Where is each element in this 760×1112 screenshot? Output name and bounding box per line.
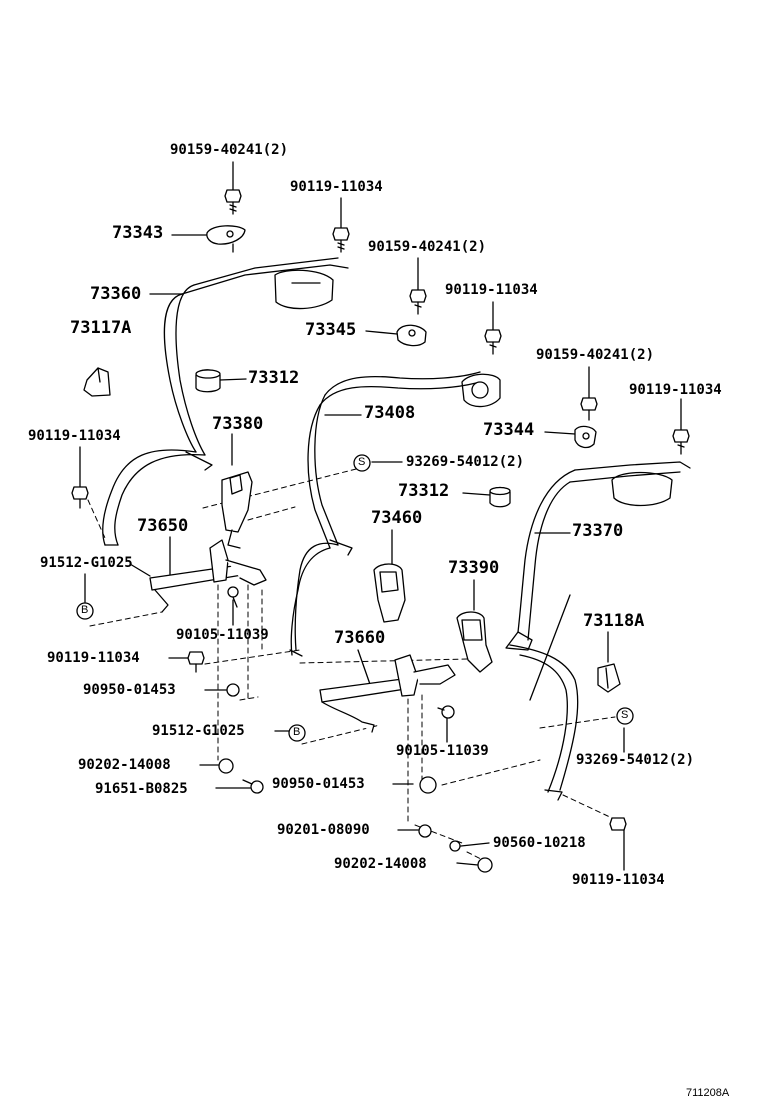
bolt-90119-d [71,486,89,509]
anchor-73343 [206,225,246,253]
label-73118a: 73118A [583,611,645,631]
label-91651-b0825: 91651-B0825 [95,781,188,797]
marker-s-a-letter: S [358,456,366,468]
label-91512-g1025-a: 91512-G1025 [40,555,133,571]
bracket-73650 [149,539,267,613]
label-90159-40241-a: 90159-40241(2) [170,142,289,158]
bolt-90159-b [409,289,427,315]
marker-b-b-letter: B [293,726,301,738]
nut-90950-a [226,683,240,697]
buckle-73460 [373,563,406,623]
buckle-73390 [456,611,493,673]
label-90950-01453-b: 90950-01453 [272,776,365,792]
label-73460: 73460 [371,508,423,528]
label-73650: 73650 [137,516,189,536]
marker-b-a [76,602,94,620]
fasteners [71,189,690,873]
reference-code: 711208A [686,1087,730,1099]
label-73344: 73344 [483,420,535,440]
marker-s-b-letter: S [621,709,629,721]
belt-73360 [102,257,349,546]
label-90159-40241-b: 90159-40241(2) [368,239,487,255]
label-93269-54012-a: 93269-54012(2) [406,454,525,470]
label-73343: 73343 [112,223,164,243]
label-73312-b: 73312 [398,481,450,501]
bracket-73660 [319,654,456,733]
label-90119-11034-c: 90119-11034 [629,382,722,398]
label-73660: 73660 [334,628,386,648]
label-73117a: 73117A [70,318,132,338]
label-90119-11034-a: 90119-11034 [290,179,383,195]
cover-73118a [597,663,621,693]
belt-73370 [505,461,691,801]
washer-90202-b [477,857,493,873]
label-73345: 73345 [305,320,357,340]
marker-b-a-letter: B [81,604,89,616]
nut-90950-b [419,776,437,794]
bolt-90159-c [580,397,598,421]
bolt-90159-a [224,189,242,215]
buckle-73380 [221,471,253,549]
label-90119-11034-b: 90119-11034 [445,282,538,298]
marker-b-b [288,724,306,742]
bolt-90105-b [437,705,455,719]
label-73360: 73360 [90,284,142,304]
label-90105-11039-b: 90105-11039 [396,743,489,759]
label-90560-10218: 90560-10218 [493,835,586,851]
bolt-90119-e [187,651,205,673]
bolt-91651 [242,779,264,794]
label-73380: 73380 [212,414,264,434]
label-90119-11034-f: 90119-11034 [572,872,665,888]
bolt-90119-a [332,227,350,253]
label-90119-11034-d: 90119-11034 [28,428,121,444]
marker-s-b [616,707,634,725]
label-91512-g1025-b: 91512-G1025 [152,723,245,739]
label-90201-08090: 90201-08090 [277,822,370,838]
label-93269-54012-b: 93269-54012(2) [576,752,695,768]
washer-90560 [449,840,461,852]
label-73408: 73408 [364,403,416,423]
label-90105-11039-a: 90105-11039 [176,627,269,643]
marker-s-a [353,454,371,472]
cap-73312-b [489,486,511,508]
washer-90202-a [218,758,234,774]
label-73390: 73390 [448,558,500,578]
markers [76,454,634,742]
bolt-90105-a [227,586,239,608]
washer-90201 [418,824,432,838]
label-73370: 73370 [572,521,624,541]
label-90202-14008-b: 90202-14008 [334,856,427,872]
belt-73408 [289,371,501,657]
cover-73117a [83,367,111,397]
anchor-73344 [574,425,597,449]
bolt-90119-f [609,817,627,831]
label-73312-a: 73312 [248,368,300,388]
bolt-90119-c [672,429,690,455]
label-90202-14008-a: 90202-14008 [78,757,171,773]
cap-73312-a [195,369,221,393]
label-90159-40241-c: 90159-40241(2) [536,347,655,363]
leader-lines [79,161,682,871]
label-90950-01453-a: 90950-01453 [83,682,176,698]
bolt-90119-b [484,329,502,355]
label-90119-11034-e: 90119-11034 [47,650,140,666]
anchor-73345 [396,324,427,347]
